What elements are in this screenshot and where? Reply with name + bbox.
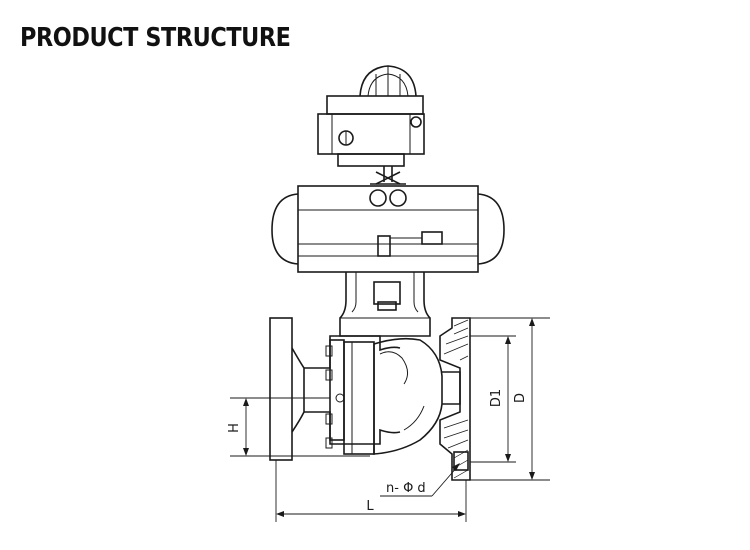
bolt-hole-callout: n- Φ d — [380, 463, 460, 497]
dimension-d-label: D — [513, 393, 528, 403]
dimension-h: H — [227, 397, 370, 457]
valve-body — [269, 317, 471, 481]
dimension-d1-d: D1 D — [470, 317, 550, 481]
mounting-bracket — [339, 272, 431, 337]
dimension-l-label: L — [366, 499, 374, 514]
dimension-d1-label: D1 — [489, 389, 504, 407]
coupling-stem — [370, 166, 406, 185]
dimension-h-label: H — [227, 423, 242, 433]
pneumatic-actuator — [271, 185, 505, 273]
page-title: PRODUCT STRUCTURE — [20, 23, 291, 53]
bolt-hole-label: n- Φ d — [386, 481, 426, 496]
dimension-l: L — [275, 460, 467, 522]
limit-switch-box — [317, 65, 425, 167]
